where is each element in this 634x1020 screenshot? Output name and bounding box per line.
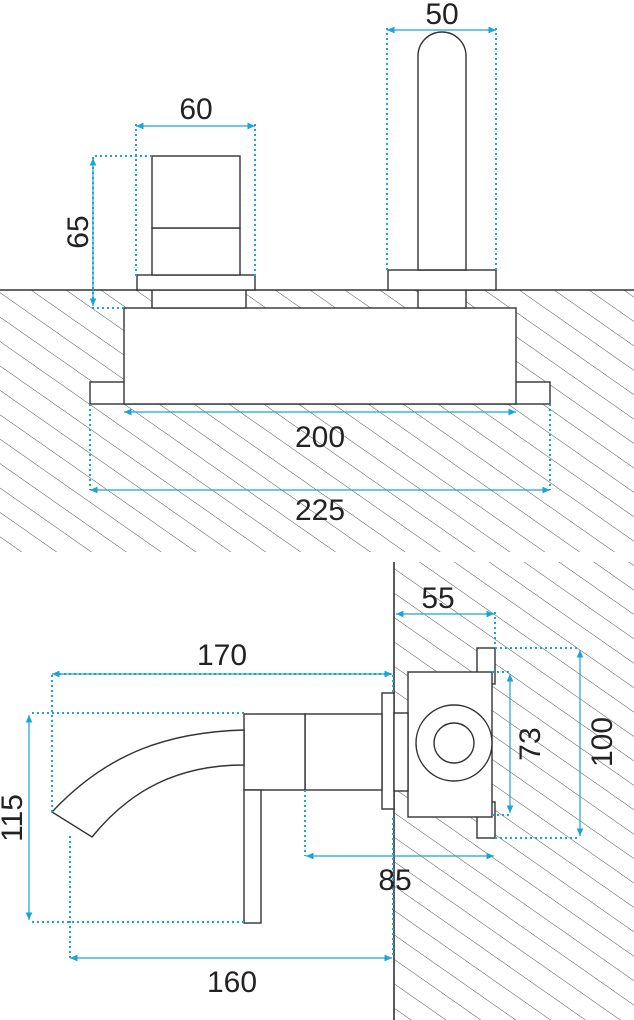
side-view: 55 170 115 73 100 85 160 [0,562,634,1020]
spout-neck [417,289,467,309]
cartridge-inner [433,722,475,764]
spout-base-plate [387,269,497,291]
handle-base-plate [136,274,256,291]
label-wall-depth: 55 [421,582,454,615]
label-handle-width: 60 [179,93,212,126]
label-spout-width: 50 [425,0,458,31]
mixer-collar [393,712,409,792]
mixer-body [304,713,383,791]
top-view: 60 65 50 200 225 [0,0,634,552]
label-total-height: 115 [0,794,29,842]
label-spout-length: 170 [197,639,247,672]
valve-body [123,307,517,405]
label-plate-width: 225 [295,494,345,527]
spout-body [417,31,467,271]
wall-flange [381,692,395,810]
spout-curve [50,729,245,838]
handle-lever [243,789,262,924]
label-lever-offset: 85 [378,864,411,897]
handle-neck [151,289,247,309]
label-plate-height: 100 [586,717,619,767]
label-handle-height: 65 [62,215,95,248]
handle-body [243,713,306,791]
handle-upper [151,155,241,229]
handle-lower [151,227,241,276]
label-lever-length: 160 [207,966,257,999]
label-body-width: 200 [295,421,345,454]
label-body-inner: 73 [514,727,547,760]
